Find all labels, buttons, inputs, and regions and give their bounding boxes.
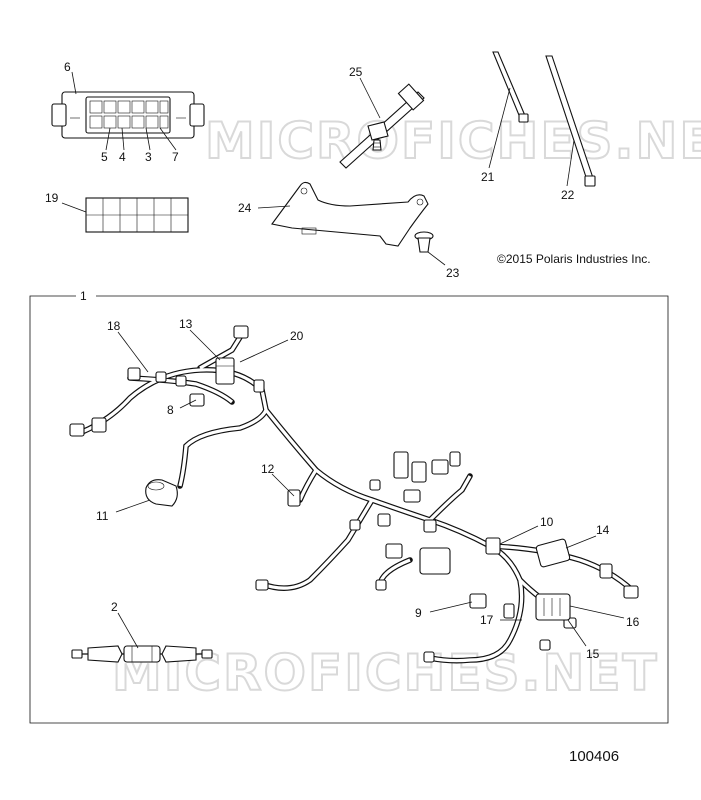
leader-16 [569, 605, 625, 619]
callout-23: 23 [446, 266, 460, 280]
callout-20: 20 [290, 329, 304, 343]
inline-fuse-jumper[interactable] [71, 645, 213, 663]
assembly-frame [29, 295, 669, 724]
callout-8: 8 [167, 403, 174, 417]
mounting-bracket[interactable] [271, 181, 429, 247]
leader-12 [271, 473, 295, 497]
leader-2 [117, 612, 139, 649]
callout-2: 2 [111, 600, 118, 614]
connector-boot[interactable] [145, 479, 178, 507]
document-number: 100406 [569, 748, 619, 765]
fuse-label-decal[interactable] [85, 197, 189, 233]
short-cable-tie[interactable] [492, 51, 529, 123]
harness-connectors [69, 325, 639, 663]
callout-16: 16 [626, 615, 640, 629]
callout-5: 5 [101, 150, 108, 164]
leader-14 [565, 535, 597, 549]
callout-13: 13 [179, 317, 193, 331]
fuse-leaders [105, 127, 177, 151]
fuse-box[interactable] [535, 593, 571, 621]
harness-clip[interactable] [189, 393, 205, 407]
electronic-module[interactable] [535, 538, 571, 568]
callout-24: 24 [238, 201, 252, 215]
callout-11: 11 [96, 509, 109, 523]
callout-15: 15 [586, 647, 600, 661]
leader-10 [499, 525, 539, 545]
callout-1: 1 [80, 289, 87, 303]
leader-25 [359, 77, 381, 119]
push-rivet[interactable] [414, 231, 434, 253]
leader-11 [115, 499, 151, 513]
leader-18 [117, 331, 149, 373]
callout-3: 3 [145, 150, 152, 164]
callout-4: 4 [119, 150, 126, 164]
leader-24 [257, 205, 291, 209]
callout-25: 25 [349, 65, 363, 79]
leader-6 [71, 71, 77, 95]
leader-19 [61, 202, 87, 213]
fuse-block-connector[interactable] [51, 91, 205, 139]
callout-18: 18 [107, 319, 121, 333]
leader-15 [567, 619, 587, 647]
callout-19: 19 [45, 191, 59, 205]
leader-8 [179, 399, 197, 409]
callout-21: 21 [481, 170, 495, 184]
leader-20 [239, 339, 289, 363]
relay[interactable] [215, 357, 235, 385]
callout-9: 9 [415, 606, 422, 620]
leader-22 [566, 139, 575, 187]
long-cable-tie[interactable] [545, 55, 596, 187]
sub-connector[interactable] [287, 489, 301, 507]
callout-6: 6 [64, 60, 71, 74]
callout-7: 7 [172, 150, 179, 164]
watermark-top: MICROFICHES.NET [205, 112, 701, 170]
leader-13 [189, 329, 221, 361]
leader-9 [429, 601, 473, 613]
callout-12: 12 [261, 462, 275, 476]
callout-14: 14 [596, 523, 610, 537]
callout-10: 10 [540, 515, 554, 529]
cable-tie-mount[interactable] [339, 83, 425, 169]
harness-connector[interactable] [469, 593, 487, 609]
harness-junction[interactable] [485, 537, 501, 555]
callout-22: 22 [561, 188, 575, 202]
callout-17: 17 [480, 613, 494, 627]
leader-23 [427, 251, 446, 266]
copyright-text: ©2015 Polaris Industries Inc. [497, 252, 651, 266]
leader-21 [488, 87, 511, 169]
